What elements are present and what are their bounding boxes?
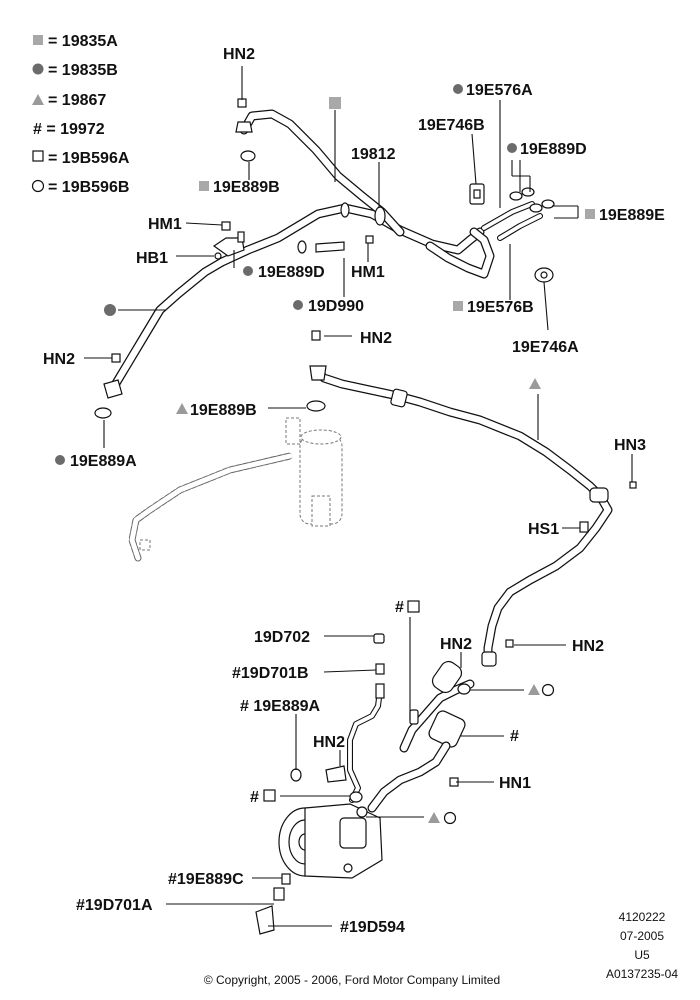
open-square-icon [407, 600, 420, 613]
open-circle-icon [541, 683, 555, 697]
callout-19e889c: #19E889C [168, 871, 244, 888]
legend-item-19835b: = 19835B [48, 62, 118, 79]
callout-hs1: HS1 [528, 521, 559, 538]
callout-hn2-center-3: HN2 [313, 734, 345, 751]
callout-hb1: HB1 [136, 250, 168, 267]
leader-lines [84, 66, 633, 927]
grey-triangle-icon [528, 684, 540, 695]
callout-19d990: 19D990 [308, 298, 364, 315]
grey-triangle-icon [428, 812, 440, 823]
copyright-notice: © Copyright, 2005 - 2006, Ford Motor Com… [204, 973, 500, 987]
ref-model: U5 [634, 948, 650, 962]
callout-hash-square-top: # [395, 599, 404, 616]
grey-square-icon [199, 181, 209, 191]
callout-19e576b: 19E576B [467, 299, 534, 316]
callout-19e889a-left: 19E889A [70, 453, 137, 470]
callout-hm1-right: HM1 [351, 264, 385, 281]
middle-hose-assembly [306, 330, 637, 667]
legend-grey-triangle-icon [32, 94, 44, 105]
grey-square-icon [585, 209, 595, 219]
callout-19e746b: 19E746B [418, 117, 485, 134]
lower-compressor-assembly [255, 633, 475, 935]
callout-hash-right: # [510, 728, 519, 745]
legend-open-circle-icon [31, 179, 45, 193]
grey-triangle-icon [176, 403, 188, 414]
callout-hash-square-left: # [250, 789, 259, 806]
callout-19d701b: #19D701B [232, 665, 309, 682]
callout-19e889a-center: # 19E889A [240, 698, 321, 715]
callout-19e889b-mid: 19E889B [190, 402, 257, 419]
ref-date: 07-2005 [620, 929, 664, 943]
callout-hn2-left: HN2 [43, 351, 75, 368]
grey-dot-icon [243, 266, 253, 276]
footer: 4120222 07-2005 U5 A0137235-04 © Copyrig… [204, 910, 679, 987]
legend: = 19835A = 19835B = 19867 # = 19972 = 19… [31, 33, 130, 196]
callout-hn2-center-2: HN2 [572, 638, 604, 655]
grey-triangle-icon [529, 378, 541, 389]
grey-dot-icon [104, 304, 116, 316]
legend-open-square-icon [32, 150, 44, 162]
callout-hn1: HN1 [499, 775, 531, 792]
callout-hn2-top: HN2 [223, 46, 255, 63]
grey-square-icon [329, 97, 341, 109]
callout-19d594: #19D594 [340, 919, 405, 936]
legend-grey-square-icon [33, 35, 43, 45]
upper-hose-assembly [94, 98, 555, 419]
grey-dot-icon [507, 143, 517, 153]
callout-hn3: HN3 [614, 437, 646, 454]
callout-hm1-left: HM1 [148, 216, 182, 233]
legend-item-19b596a: = 19B596A [48, 150, 130, 167]
legend-item-19867: = 19867 [48, 92, 106, 109]
legend-grey-dot-icon [32, 63, 44, 75]
ref-illustration-id: A0137235-04 [606, 967, 678, 981]
receiver-drier-ghost [128, 417, 343, 562]
callout-symbols [55, 84, 595, 825]
callout-labels: HN2 19E889B 19812 19E576A 19E746B 19E889… [43, 46, 665, 936]
callout-19e746a: 19E746A [512, 339, 579, 356]
grey-dot-icon [55, 455, 65, 465]
callout-19e889e: 19E889E [599, 207, 665, 224]
callout-19d701a: #19D701A [76, 897, 153, 914]
grey-square-icon [453, 301, 463, 311]
callout-19d702: 19D702 [254, 629, 310, 646]
callout-19e889d-left: 19E889D [258, 264, 325, 281]
callout-hn2-center-1: HN2 [440, 636, 472, 653]
callout-hn2-mid: HN2 [360, 330, 392, 347]
grey-dot-icon [293, 300, 303, 310]
callout-19812: 19812 [351, 146, 396, 163]
legend-item-19835a: = 19835A [48, 33, 118, 50]
ref-number: 4120222 [619, 910, 666, 924]
legend-item-19972: # = 19972 [33, 121, 105, 138]
open-square-icon [263, 789, 276, 802]
callout-19e889b: 19E889B [213, 179, 280, 196]
legend-item-19b596b: = 19B596B [48, 179, 129, 196]
callout-19e889d-right: 19E889D [520, 141, 587, 158]
grey-dot-icon [453, 84, 463, 94]
open-circle-icon [443, 811, 457, 825]
callout-19e576a: 19E576A [466, 82, 533, 99]
